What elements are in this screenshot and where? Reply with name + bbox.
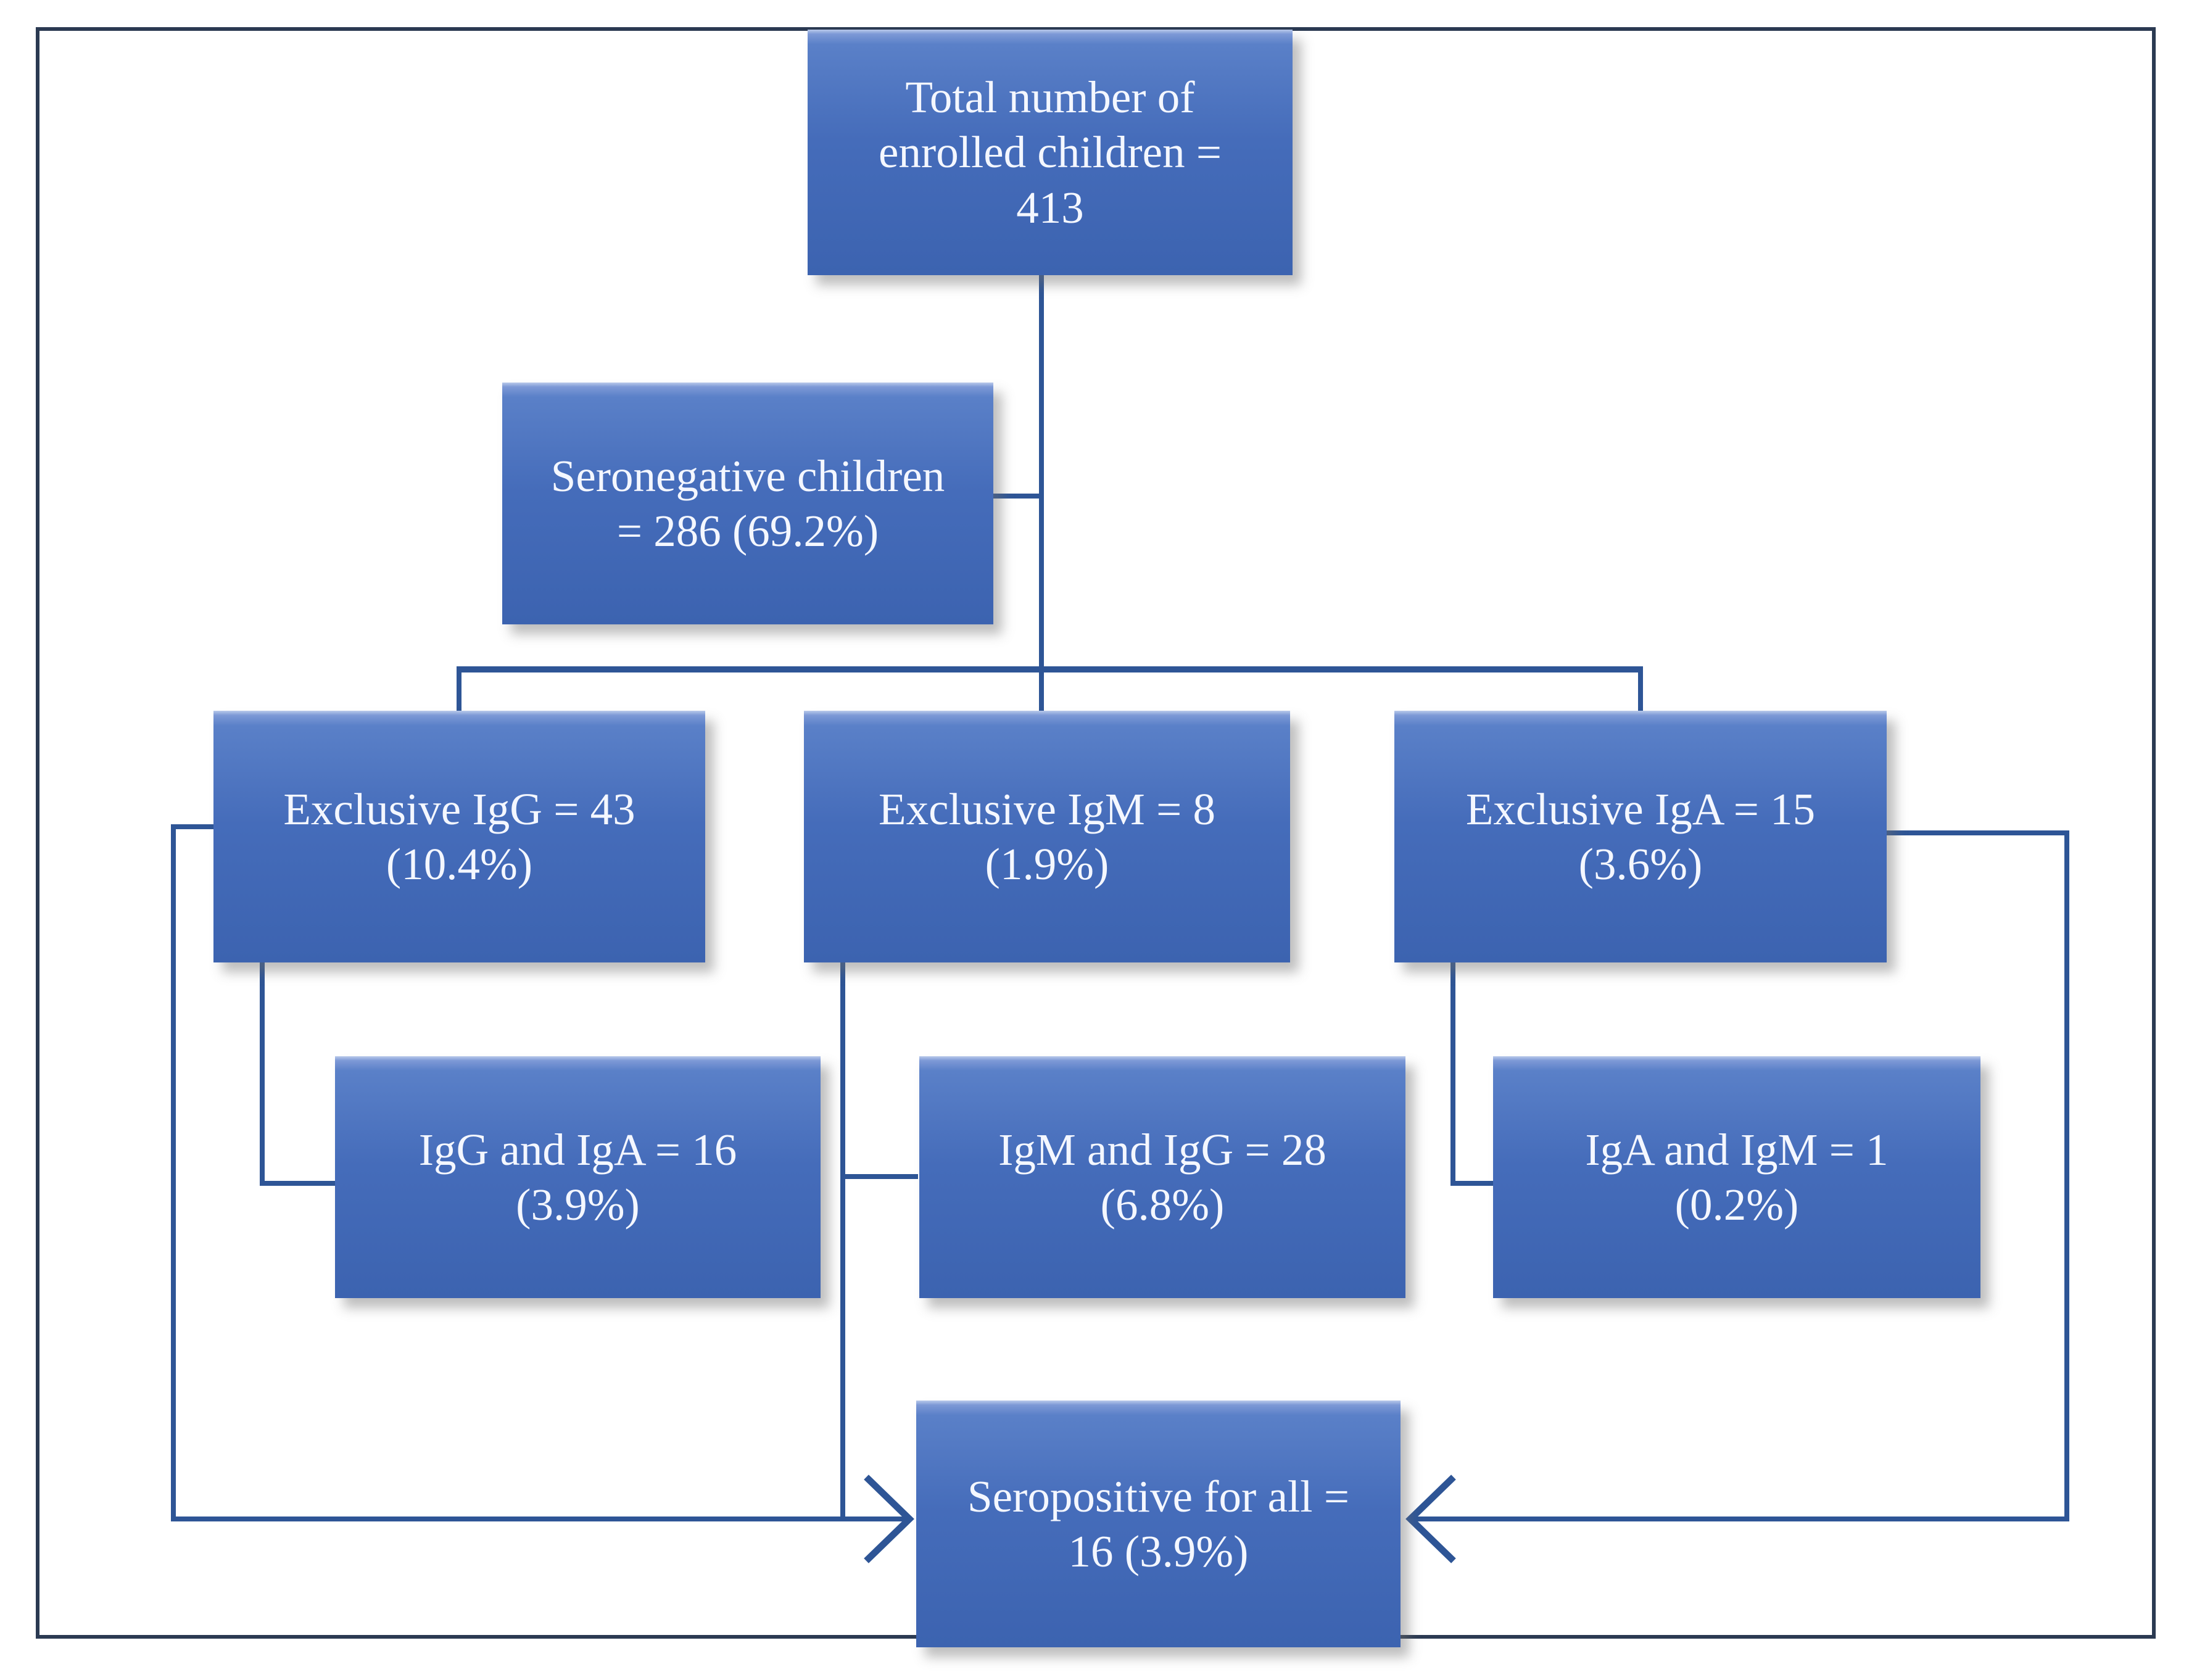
node-exclusive-igg: Exclusive IgG = 43 (10.4%)	[213, 711, 705, 962]
connector-iga-to-iga-igm	[1450, 960, 1494, 1186]
connector-igg-to-igg-iga	[260, 960, 336, 1186]
node-seropositive-for-all: Seropositive for all = 16 (3.9%)	[916, 1401, 1401, 1647]
node-igm-and-igg: IgM and IgG = 28 (6.8%)	[919, 1056, 1405, 1298]
node-exclusive-igm: Exclusive IgM = 8 (1.9%)	[804, 711, 1290, 962]
node-total-enrolled: Total number of enrolled children = 413	[808, 30, 1293, 275]
node-igg-and-iga: IgG and IgA = 16 (3.9%)	[335, 1056, 821, 1298]
connector-iga-to-seropositive	[1409, 830, 2069, 1521]
arrowhead-right-icon	[864, 1475, 914, 1563]
connector-igg-to-seropositive	[171, 824, 912, 1521]
node-exclusive-iga: Exclusive IgA = 15 (3.6%)	[1394, 711, 1887, 962]
arrowhead-left-icon	[1405, 1475, 1456, 1563]
node-iga-and-igm: IgA and IgM = 1 (0.2%)	[1493, 1056, 1980, 1298]
node-seronegative: Seronegative children = 286 (69.2%)	[502, 383, 993, 624]
